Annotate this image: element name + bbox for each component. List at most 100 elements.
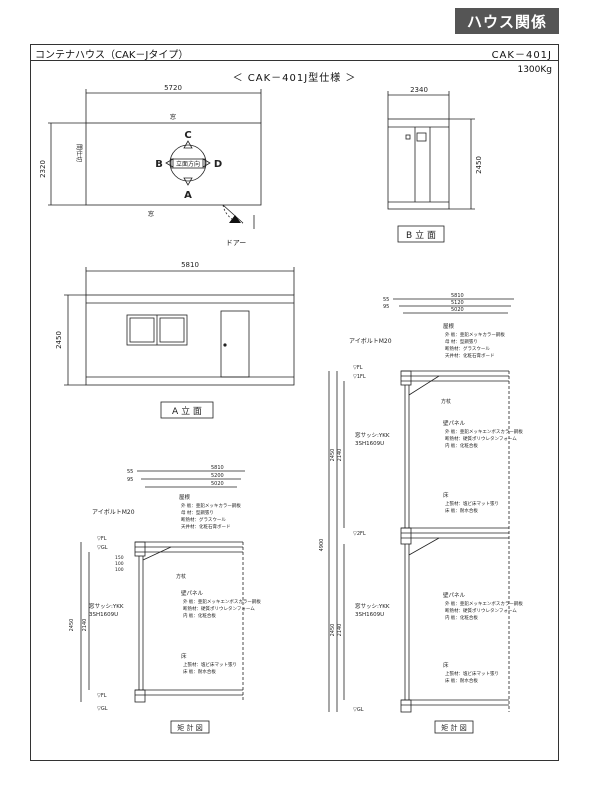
right-wall-title-upper: 壁パネル — [443, 419, 466, 427]
svg-text:方杖: 方杖 — [441, 398, 451, 405]
plan-side-label: 間仕切 — [75, 144, 83, 162]
a-elevation: 5810 2450 A 立 面 — [55, 261, 295, 419]
left-roof-title: 屋根 — [179, 493, 191, 501]
plan-window-bottom: 窓 — [148, 210, 154, 218]
b-vent — [416, 132, 427, 142]
right-window-label-lower: 窓サッシ:YKK — [355, 602, 390, 610]
svg-text:内 板：化粧合板: 内 板：化粧合板 — [445, 442, 478, 449]
svg-text:断熱材：グラスウール: 断熱材：グラスウール — [445, 345, 490, 352]
right-floor-title-upper: 床 — [443, 491, 449, 499]
right-caption-box — [434, 720, 474, 734]
left-dim-5020: 5020 — [211, 481, 224, 487]
plan-outline — [85, 122, 262, 206]
svg-text:天井材：化粧石膏ボード: 天井材：化粧石膏ボード — [445, 352, 495, 359]
b-caption-box — [397, 225, 445, 243]
a-height-dim: 2450 — [55, 331, 63, 349]
left-caption: 矩 計 図 — [177, 723, 202, 732]
svg-text:外 板：亜鉛メッキエンボスカラー鋼板: 外 板：亜鉛メッキエンボスカラー鋼板 — [445, 428, 523, 435]
svg-text:3SH1609U: 3SH1609U — [89, 612, 118, 618]
svg-text:床 板：耐水合板: 床 板：耐水合板 — [183, 668, 216, 675]
weight-label: 1300Kg — [517, 65, 552, 75]
category-tag: ハウス関係 — [455, 8, 559, 34]
svg-text:外 板：亜鉛メッキカラー鋼板: 外 板：亜鉛メッキカラー鋼板 — [181, 502, 241, 509]
svg-text:外 板：亜鉛メッキカラー鋼板: 外 板：亜鉛メッキカラー鋼板 — [445, 331, 505, 338]
left-wall-title: 壁パネル — [181, 589, 204, 597]
svg-text:内 板：化粧合板: 内 板：化粧合板 — [183, 612, 216, 619]
left-brace — [142, 546, 172, 561]
door-arrow-icon — [229, 215, 241, 223]
arrow-b-icon — [165, 158, 174, 168]
b-width-dim: 2340 — [410, 86, 428, 94]
right-roof-title: 屋根 — [443, 322, 455, 330]
svg-text:3SH1609U: 3SH1609U — [355, 441, 384, 447]
plan-width-dim: 5720 — [164, 84, 182, 92]
svg-text:5810: 5810 — [451, 293, 464, 299]
svg-text:▽GL: ▽GL — [97, 706, 108, 712]
svg-text:上張材：塩ビ床マット張り: 上張材：塩ビ床マット張り — [183, 661, 237, 668]
arrow-d-icon — [202, 158, 211, 168]
plan-window-top: 窓 — [170, 113, 176, 121]
svg-text:▽FL: ▽FL — [97, 693, 107, 699]
svg-text:断熱材：硬質ポリウレタンフォーム: 断熱材：硬質ポリウレタンフォーム — [445, 435, 517, 442]
svg-text:▽1FL: ▽1FL — [353, 374, 366, 380]
arrow-c-icon — [183, 140, 193, 149]
svg-text:2140: 2140 — [337, 449, 343, 462]
svg-text:55: 55 — [383, 297, 389, 303]
drawing-frame: コンテナハウス（CAK－Jタイプ） CAK－401J ＜ CAK－401J型仕様… — [30, 44, 559, 761]
svg-text:2140: 2140 — [337, 624, 343, 637]
svg-text:2450: 2450 — [69, 619, 75, 632]
right-wall-title-lower: 壁パネル — [443, 591, 466, 599]
b-caption: B 立 面 — [406, 229, 436, 241]
a-door — [220, 310, 250, 378]
svg-text:55: 55 — [127, 469, 133, 475]
direction-compass — [169, 144, 207, 182]
left-dim-5200: 5200 — [211, 473, 224, 479]
a-width-dim: 5810 — [181, 261, 199, 269]
right-bolt-label: アイボルトM20 — [349, 337, 392, 345]
a-caption-box — [160, 401, 214, 419]
b-height-dim: 2450 — [475, 156, 483, 174]
plan-view: 5720 2320 窓 窓 間仕切 ドアー 立面方向 — [39, 84, 262, 247]
svg-text:▽2FL: ▽2FL — [353, 531, 366, 537]
a-caption: A 立 面 — [172, 405, 202, 417]
svg-text:外 板：亜鉛メッキエンボスカラー鋼板: 外 板：亜鉛メッキエンボスカラー鋼板 — [183, 598, 261, 605]
svg-text:▽GL: ▽GL — [97, 545, 108, 551]
a-outline — [85, 294, 295, 386]
svg-text:断熱材：グラスウール: 断熱材：グラスウール — [181, 516, 226, 523]
svg-text:2450: 2450 — [330, 624, 336, 637]
left-window-label: 窓サッシ:YKK — [89, 602, 124, 610]
dir-c-label: C — [184, 130, 191, 141]
svg-text:▽GL: ▽GL — [353, 707, 364, 713]
right-window-label-upper: 窓サッシ:YKK — [355, 431, 390, 439]
door-swing — [222, 204, 244, 224]
svg-text:95: 95 — [383, 304, 389, 310]
dir-d-label: D — [214, 159, 222, 170]
svg-text:床 板：耐水合板: 床 板：耐水合板 — [445, 507, 478, 514]
svg-text:2140: 2140 — [82, 619, 88, 632]
right-caption: 矩 計 図 — [441, 723, 466, 732]
left-caption-box — [170, 720, 210, 734]
model-series-title: コンテナハウス（CAK－Jタイプ） — [35, 50, 189, 61]
svg-text:5120: 5120 — [451, 300, 464, 306]
svg-text:方杖: 方杖 — [176, 573, 186, 580]
left-dim-5810: 5810 — [211, 465, 224, 471]
svg-text:母 材：型鋼張り: 母 材：型鋼張り — [181, 509, 214, 516]
drawing-canvas: 5720 2320 窓 窓 間仕切 ドアー 立面方向 — [39, 84, 523, 734]
svg-text:4900: 4900 — [319, 539, 325, 552]
dir-b-label: B — [155, 159, 163, 170]
plan-door-label: ドアー — [226, 239, 247, 247]
dir-a-label: A — [184, 190, 192, 201]
svg-text:▽FL: ▽FL — [97, 536, 107, 542]
svg-text:天井材：化粧石膏ボード: 天井材：化粧石膏ボード — [181, 523, 231, 530]
b-elevation: 2340 2450 B 立 面 — [387, 86, 483, 243]
svg-text:上張材：塩ビ床マット張り: 上張材：塩ビ床マット張り — [445, 500, 499, 507]
b-outline — [387, 118, 450, 210]
title-bar: コンテナハウス（CAK－Jタイプ） CAK－401J — [31, 45, 558, 61]
svg-text:150: 150 — [115, 555, 124, 561]
svg-text:床 板：耐水合板: 床 板：耐水合板 — [445, 677, 478, 684]
svg-text:95: 95 — [127, 477, 133, 483]
svg-text:2450: 2450 — [330, 449, 336, 462]
left-floor-title: 床 — [181, 652, 187, 660]
arrow-a-icon — [183, 177, 193, 186]
